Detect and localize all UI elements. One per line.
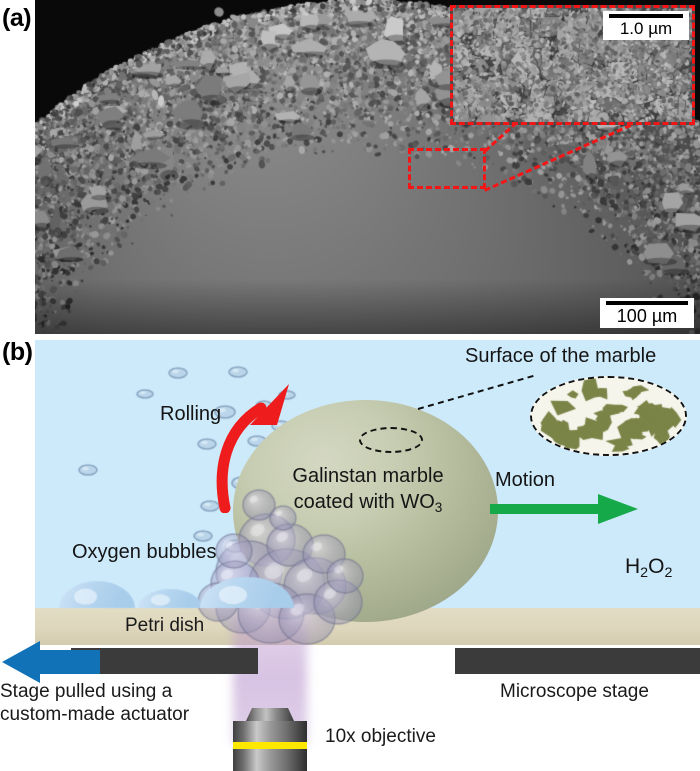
microscope-stage-label: Microscope stage <box>500 681 649 702</box>
main-scale-bar: 100 µm <box>600 298 694 328</box>
panel-b-schematic: Petri dish Galinstan marble coated with … <box>0 340 700 771</box>
actuator-label-line2: custom-made actuator <box>0 704 190 726</box>
stage-pull-arrow-icon <box>2 641 100 683</box>
sem-callout-box <box>408 148 486 189</box>
panel-a-sem-image: 1.0 µm 100 µm <box>35 0 700 334</box>
objective-label: 10x objective <box>325 726 436 747</box>
marble-surface-spot-marker <box>359 427 423 453</box>
inset-scale-bar-label: 1.0 µm <box>619 19 673 38</box>
main-scale-bar-line <box>606 301 688 305</box>
objective-lens-icon <box>233 708 307 771</box>
inset-scale-bar: 1.0 µm <box>603 11 689 40</box>
motion-arrow-icon <box>490 494 638 524</box>
sem-inset-panel: 1.0 µm <box>450 5 695 125</box>
motion-label: Motion <box>495 469 556 491</box>
oxygen-bubbles-label: Oxygen bubbles <box>72 541 217 563</box>
petri-dish-label: Petri dish <box>125 615 205 636</box>
inset-scale-bar-line <box>609 14 683 18</box>
microscope-stage-left <box>71 648 258 674</box>
main-scale-bar-label: 100 µm <box>616 306 678 326</box>
surface-callout-ellipse <box>530 376 687 456</box>
rolling-arrow-icon <box>216 384 289 513</box>
panel-a-label: (a) <box>2 4 32 32</box>
wo3-flakes-canvas <box>532 378 685 454</box>
surface-callout-label: Surface of the marble <box>465 345 657 367</box>
actuator-label: Stage pulled using a custom-made actuato… <box>0 680 300 726</box>
hydrogen-peroxide-label: H2O2 <box>625 555 673 581</box>
panel-b-label: (b) <box>2 338 33 366</box>
microscope-stage-right <box>455 648 700 674</box>
actuator-label-line1: Stage pulled using a <box>0 681 173 702</box>
rolling-label: Rolling <box>160 403 222 425</box>
